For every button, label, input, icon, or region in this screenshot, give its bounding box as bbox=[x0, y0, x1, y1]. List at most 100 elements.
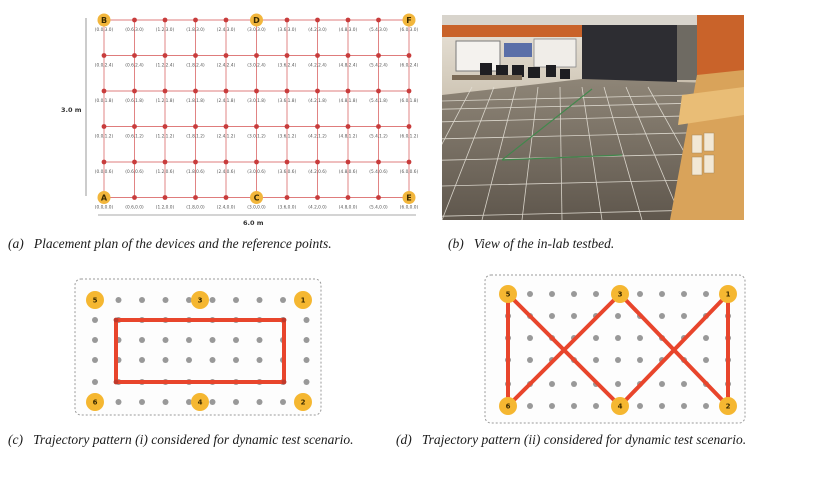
reference-point-label: (3.6,3.0) bbox=[278, 27, 297, 33]
reference-point-label: (3.0,3.0) bbox=[247, 27, 266, 33]
trajectory-node-number: 2 bbox=[726, 403, 731, 411]
reference-point-label: (0.6,1.8) bbox=[125, 98, 144, 104]
grid-dot bbox=[303, 379, 310, 385]
reference-point bbox=[345, 124, 351, 129]
trajectory-node-4 bbox=[191, 393, 209, 411]
reference-point-label: (4.8,2.4) bbox=[339, 63, 358, 69]
reference-point bbox=[284, 124, 290, 129]
grid-dot bbox=[593, 291, 599, 297]
grid-dot bbox=[681, 291, 687, 297]
counter-top bbox=[678, 87, 744, 125]
grid-dot bbox=[280, 297, 286, 303]
grid-dot bbox=[571, 403, 577, 409]
grid-dot bbox=[615, 357, 621, 363]
reference-point-label: (3.6,0.6) bbox=[278, 169, 297, 175]
grid-dot bbox=[162, 297, 169, 303]
reference-point-label: (0.0,3.0) bbox=[95, 27, 114, 33]
grid-dot bbox=[233, 297, 239, 303]
reference-point-label: (4.2,1.8) bbox=[308, 98, 327, 104]
reference-point bbox=[376, 124, 381, 129]
grid-dot bbox=[186, 357, 192, 363]
trajectory-node-5 bbox=[86, 291, 104, 309]
reference-point bbox=[132, 17, 137, 23]
trajectory-node-number: 1 bbox=[726, 291, 731, 299]
grid-dot bbox=[593, 357, 599, 363]
reference-point-label: (5.4,0.0) bbox=[369, 205, 388, 211]
reference-point bbox=[376, 195, 381, 200]
reference-point bbox=[162, 124, 168, 129]
anchor-letter: B bbox=[101, 16, 107, 25]
reference-point bbox=[376, 88, 381, 94]
grid-dot bbox=[139, 357, 145, 363]
reference-point-label: (5.4,2.4) bbox=[369, 63, 388, 69]
reference-point bbox=[345, 195, 351, 200]
reference-point-label: (0.0,2.4) bbox=[95, 63, 114, 69]
reference-point bbox=[223, 124, 229, 129]
grid-dot bbox=[186, 399, 192, 405]
reference-point bbox=[101, 159, 107, 165]
grid-dot bbox=[549, 313, 555, 319]
grid-dot bbox=[571, 291, 577, 297]
grid-dot bbox=[92, 357, 98, 363]
reference-point bbox=[345, 53, 351, 58]
anchor-node-d bbox=[250, 13, 263, 27]
reference-point-label: (0.6,1.2) bbox=[125, 134, 144, 140]
reference-point-label: (2.4,2.4) bbox=[217, 63, 236, 69]
reference-point-label: (1.2,3.0) bbox=[156, 27, 175, 33]
reference-point bbox=[315, 88, 320, 94]
grid-dot bbox=[233, 357, 239, 363]
reference-point-label: (1.8,0.0) bbox=[186, 205, 205, 211]
reference-point bbox=[132, 159, 137, 165]
reference-point bbox=[193, 159, 198, 165]
reference-point-label: (3.0,0.6) bbox=[247, 169, 266, 175]
trajectory-node-1 bbox=[719, 285, 737, 303]
reference-point-label: (4.2,0.0) bbox=[308, 205, 327, 211]
grid-dot bbox=[593, 335, 599, 341]
grid-dot bbox=[209, 297, 216, 303]
grid-dot bbox=[186, 297, 192, 303]
trajectory-node-3 bbox=[191, 291, 209, 309]
reference-point bbox=[223, 195, 229, 200]
reference-point-label: (4.8,0.0) bbox=[339, 205, 358, 211]
grid-dot bbox=[549, 403, 555, 409]
anchor-letter: E bbox=[406, 193, 411, 202]
reference-point bbox=[376, 17, 381, 23]
reference-point-label: (4.2,1.2) bbox=[308, 134, 327, 140]
reference-point bbox=[284, 53, 290, 58]
trajectory-node-5 bbox=[499, 285, 517, 303]
grid-dot bbox=[209, 357, 216, 363]
reference-point bbox=[223, 53, 229, 58]
grid-dot bbox=[571, 313, 577, 319]
reference-point-label: (4.8,1.2) bbox=[339, 134, 358, 140]
reference-point bbox=[101, 124, 107, 129]
grid-dot bbox=[209, 337, 216, 343]
reference-point bbox=[162, 159, 168, 165]
trajectory-node-number: 2 bbox=[301, 399, 306, 407]
grid-dot bbox=[703, 335, 709, 341]
placement-plan-diagram: (0.0,3.0)(0.6,3.0)(1.2,3.0)(1.8,3.0)(2.4… bbox=[61, 13, 419, 227]
caption-c-text: Trajectory pattern (i) considered for dy… bbox=[33, 432, 354, 447]
reference-point-label: (2.4,3.0) bbox=[217, 27, 236, 33]
reference-point-label: (0.6,2.4) bbox=[125, 63, 144, 69]
anchor-letter: D bbox=[253, 16, 260, 25]
reference-point bbox=[193, 195, 198, 200]
orange-wall-band bbox=[442, 25, 582, 37]
reference-point-label: (4.2,2.4) bbox=[308, 63, 327, 69]
reference-point bbox=[101, 53, 107, 58]
reference-point-label: (3.6,1.8) bbox=[278, 98, 297, 104]
wall-board bbox=[533, 38, 577, 68]
grid-dot bbox=[256, 357, 263, 363]
reference-point bbox=[193, 53, 198, 58]
grid-dot bbox=[162, 399, 169, 405]
grid-dot bbox=[186, 337, 192, 343]
caption-a-text: Placement plan of the devices and the re… bbox=[33, 236, 332, 251]
grid-dot bbox=[233, 337, 239, 343]
reference-point bbox=[345, 159, 351, 165]
reference-point bbox=[284, 17, 290, 23]
grid-dot bbox=[233, 399, 239, 405]
trajectory-node-number: 6 bbox=[506, 403, 511, 411]
trajectory-node-1 bbox=[294, 291, 312, 309]
reference-point-label: (5.4,1.8) bbox=[369, 98, 388, 104]
reference-point bbox=[193, 17, 198, 23]
reference-point-label: (3.0,2.4) bbox=[247, 63, 266, 69]
